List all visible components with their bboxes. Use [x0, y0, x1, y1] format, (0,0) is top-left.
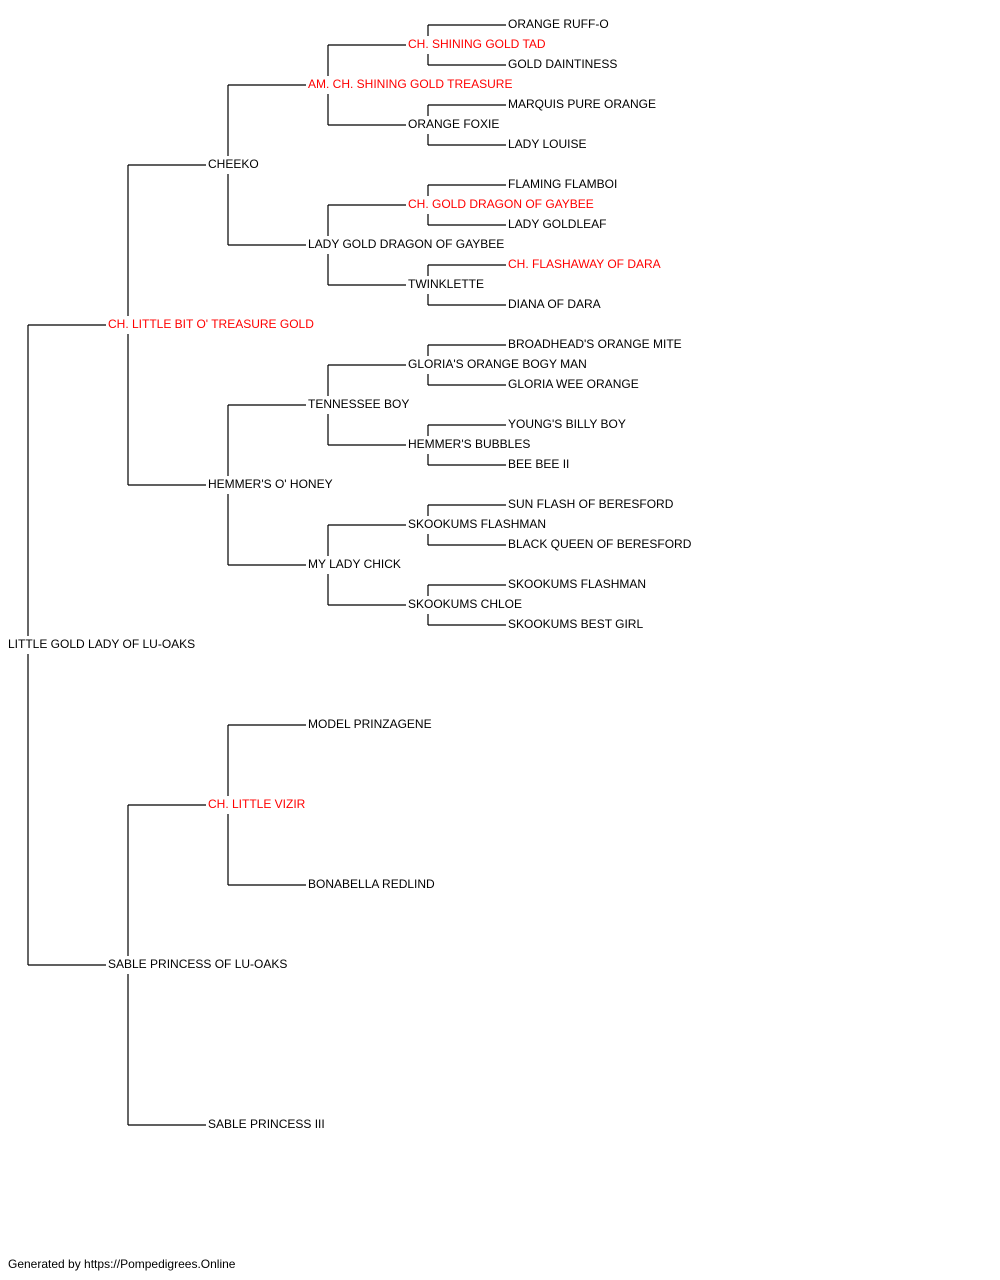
dog-name-skookums-flashman: SKOOKUMS FLASHMAN: [408, 517, 546, 531]
dog-name-model-prinzagene: MODEL PRINZAGENE: [308, 717, 432, 731]
dog-name-marquis-pure-orange: MARQUIS PURE ORANGE: [508, 97, 656, 111]
dog-name-sun-flash-of-beresford: SUN FLASH OF BERESFORD: [508, 497, 674, 511]
dog-name-skookums-chloe: SKOOKUMS CHLOE: [408, 597, 522, 611]
footer-credit: Generated by https://Pompedigrees.Online: [8, 1257, 236, 1271]
dog-name-my-lady-chick: MY LADY CHICK: [308, 557, 401, 571]
dog-name-sable-princess-iii: SABLE PRINCESS III: [208, 1117, 325, 1131]
dog-name-young-s-billy-boy: YOUNG'S BILLY BOY: [508, 417, 626, 431]
dog-name-little-gold-lady-of-lu-oaks: LITTLE GOLD LADY OF LU-OAKS: [8, 637, 195, 651]
dog-name-bonabella-redlind: BONABELLA REDLIND: [308, 877, 435, 891]
dog-name-gold-daintiness: GOLD DAINTINESS: [508, 57, 617, 71]
dog-name-ch-little-bit-o-treasure-gold: CH. LITTLE BIT O' TREASURE GOLD: [108, 317, 314, 331]
dog-name-skookums-flashman: SKOOKUMS FLASHMAN: [508, 577, 646, 591]
dog-name-skookums-best-girl: SKOOKUMS BEST GIRL: [508, 617, 643, 631]
dog-name-flaming-flamboi: FLAMING FLAMBOI: [508, 177, 617, 191]
dog-name-broadhead-s-orange-mite: BROADHEAD'S ORANGE MITE: [508, 337, 682, 351]
dog-name-gloria-s-orange-bogy-man: GLORIA'S ORANGE BOGY MAN: [408, 357, 587, 371]
dog-name-twinklette: TWINKLETTE: [408, 277, 484, 291]
dog-name-tennessee-boy: TENNESSEE BOY: [308, 397, 409, 411]
dog-name-sable-princess-of-lu-oaks: SABLE PRINCESS OF LU-OAKS: [108, 957, 287, 971]
dog-name-lady-louise: LADY LOUISE: [508, 137, 586, 151]
dog-name-hemmer-s-o-honey: HEMMER'S O' HONEY: [208, 477, 333, 491]
dog-name-ch-shining-gold-tad: CH. SHINING GOLD TAD: [408, 37, 546, 51]
dog-name-am-ch-shining-gold-treasure: AM. CH. SHINING GOLD TREASURE: [308, 77, 512, 91]
dog-name-orange-ruff-o: ORANGE RUFF-O: [508, 17, 609, 31]
dog-name-lady-gold-dragon-of-gaybee: LADY GOLD DRAGON OF GAYBEE: [308, 237, 504, 251]
dog-name-black-queen-of-beresford: BLACK QUEEN OF BERESFORD: [508, 537, 692, 551]
dog-name-ch-flashaway-of-dara: CH. FLASHAWAY OF DARA: [508, 257, 661, 271]
dog-name-lady-goldleaf: LADY GOLDLEAF: [508, 217, 606, 231]
dog-name-hemmer-s-bubbles: HEMMER'S BUBBLES: [408, 437, 530, 451]
dog-name-diana-of-dara: DIANA OF DARA: [508, 297, 601, 311]
dog-name-gloria-wee-orange: GLORIA WEE ORANGE: [508, 377, 639, 391]
dog-name-ch-gold-dragon-of-gaybee: CH. GOLD DRAGON OF GAYBEE: [408, 197, 594, 211]
dog-name-cheeko: CHEEKO: [208, 157, 259, 171]
dog-name-orange-foxie: ORANGE FOXIE: [408, 117, 499, 131]
dog-name-ch-little-vizir: CH. LITTLE VIZIR: [208, 797, 306, 811]
dog-name-bee-bee-ii: BEE BEE II: [508, 457, 569, 471]
